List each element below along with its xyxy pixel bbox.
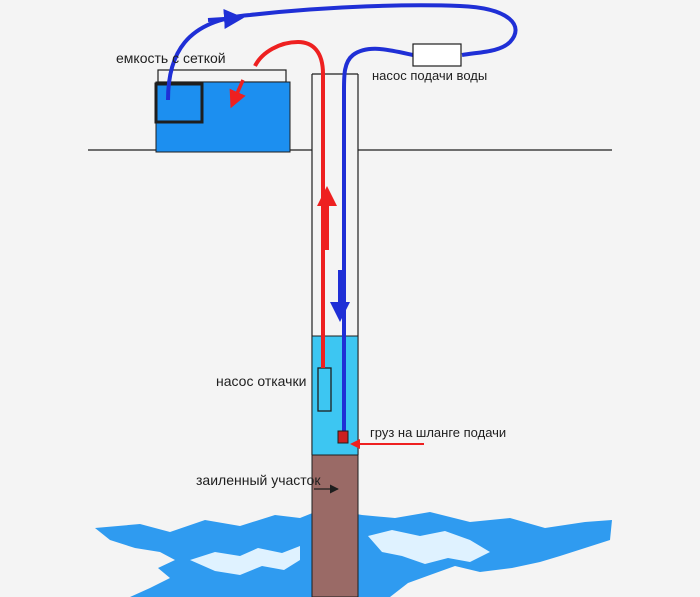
filter-mesh-box — [154, 82, 204, 124]
supply-down-line — [342, 46, 414, 438]
tank-water — [155, 81, 291, 153]
tank-rim — [157, 69, 287, 83]
supply-top-arrow — [207, 9, 244, 29]
supply-pump-label: насос подачи воды — [372, 68, 487, 83]
supply-pump-box — [412, 43, 462, 67]
well-water — [311, 335, 359, 456]
tank-label: емкость с сеткой — [116, 50, 226, 66]
aquifer-foam — [190, 546, 300, 575]
pumping-pump-label: насос откачки — [216, 373, 306, 389]
return-outlet-arrow — [229, 79, 246, 109]
silted-section — [311, 454, 359, 597]
aquifer-foam-right — [368, 530, 490, 564]
hose-weight — [337, 430, 349, 444]
supply-line — [166, 3, 518, 101]
hose-weight-label: груз на шланге подачи — [370, 425, 506, 440]
return-line — [253, 39, 325, 368]
silted-section-label: заиленный участок — [196, 472, 321, 488]
